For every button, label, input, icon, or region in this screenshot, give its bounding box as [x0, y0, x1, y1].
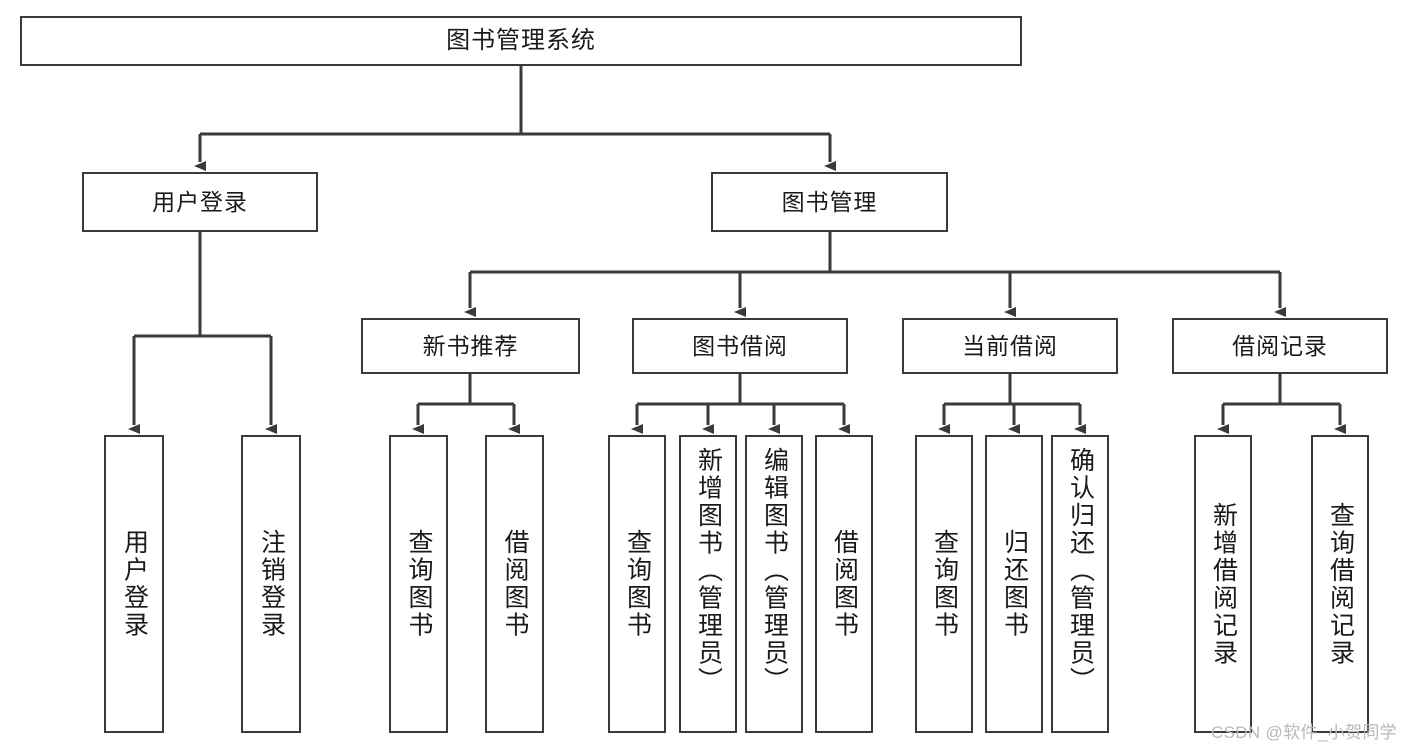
leaf-confirm-return-admin[interactable]: 确认归还（管理员）: [1051, 435, 1109, 733]
node-user-login-label: 用户登录: [152, 188, 248, 215]
leaf-logout-label: 注销登录: [257, 529, 286, 639]
leaf-add-borrow-record[interactable]: 新增借阅记录: [1194, 435, 1252, 733]
leaf-borrow-books-borrowing-label: 借阅图书: [830, 529, 859, 639]
leaf-edit-book-admin-label: 编辑图书（管理员）: [760, 447, 789, 695]
node-borrow-records[interactable]: 借阅记录: [1172, 318, 1388, 374]
leaf-user-login[interactable]: 用户登录: [104, 435, 164, 733]
node-borrow-records-label: 借阅记录: [1232, 332, 1328, 359]
node-root-label: 图书管理系统: [446, 27, 596, 55]
node-book-management-label: 图书管理: [781, 188, 878, 215]
leaf-borrow-books-recommend-label: 借阅图书: [501, 529, 529, 639]
leaf-query-books-recommend[interactable]: 查询图书: [389, 435, 448, 733]
node-user-login[interactable]: 用户登录: [82, 172, 318, 232]
csdn-watermark: CSDN @软件_小贺同学: [1210, 723, 1397, 742]
leaf-query-books-borrowing[interactable]: 查询图书: [608, 435, 666, 733]
leaf-confirm-return-admin-label: 确认归还（管理员）: [1066, 447, 1095, 695]
leaf-query-books-current[interactable]: 查询图书: [915, 435, 973, 733]
leaf-query-books-recommend-label: 查询图书: [405, 529, 433, 639]
leaf-borrow-books-borrowing[interactable]: 借阅图书: [815, 435, 873, 733]
node-root-system[interactable]: 图书管理系统: [20, 16, 1022, 66]
node-new-book-recommendation-label: 新书推荐: [422, 332, 519, 359]
leaf-user-login-label: 用户登录: [120, 529, 149, 639]
leaf-add-book-admin[interactable]: 新增图书（管理员）: [679, 435, 737, 733]
node-current-borrowing-label: 当前借阅: [962, 332, 1058, 359]
node-book-borrowing-label: 图书借阅: [692, 332, 788, 359]
node-book-borrowing[interactable]: 图书借阅: [632, 318, 848, 374]
node-current-borrowing[interactable]: 当前借阅: [902, 318, 1118, 374]
node-new-book-recommendation[interactable]: 新书推荐: [361, 318, 580, 374]
leaf-edit-book-admin[interactable]: 编辑图书（管理员）: [745, 435, 803, 733]
leaf-return-books[interactable]: 归还图书: [985, 435, 1043, 733]
leaf-borrow-books-recommend[interactable]: 借阅图书: [485, 435, 544, 733]
leaf-add-borrow-record-label: 新增借阅记录: [1209, 501, 1238, 667]
leaf-logout[interactable]: 注销登录: [241, 435, 301, 733]
leaf-query-books-borrowing-label: 查询图书: [623, 529, 652, 639]
leaf-add-book-admin-label: 新增图书（管理员）: [694, 447, 723, 695]
leaf-query-books-current-label: 查询图书: [930, 529, 959, 639]
leaf-query-borrow-record[interactable]: 查询借阅记录: [1311, 435, 1369, 733]
leaf-query-borrow-record-label: 查询借阅记录: [1326, 501, 1355, 667]
leaf-return-books-label: 归还图书: [1000, 529, 1029, 639]
node-book-management[interactable]: 图书管理: [711, 172, 948, 232]
